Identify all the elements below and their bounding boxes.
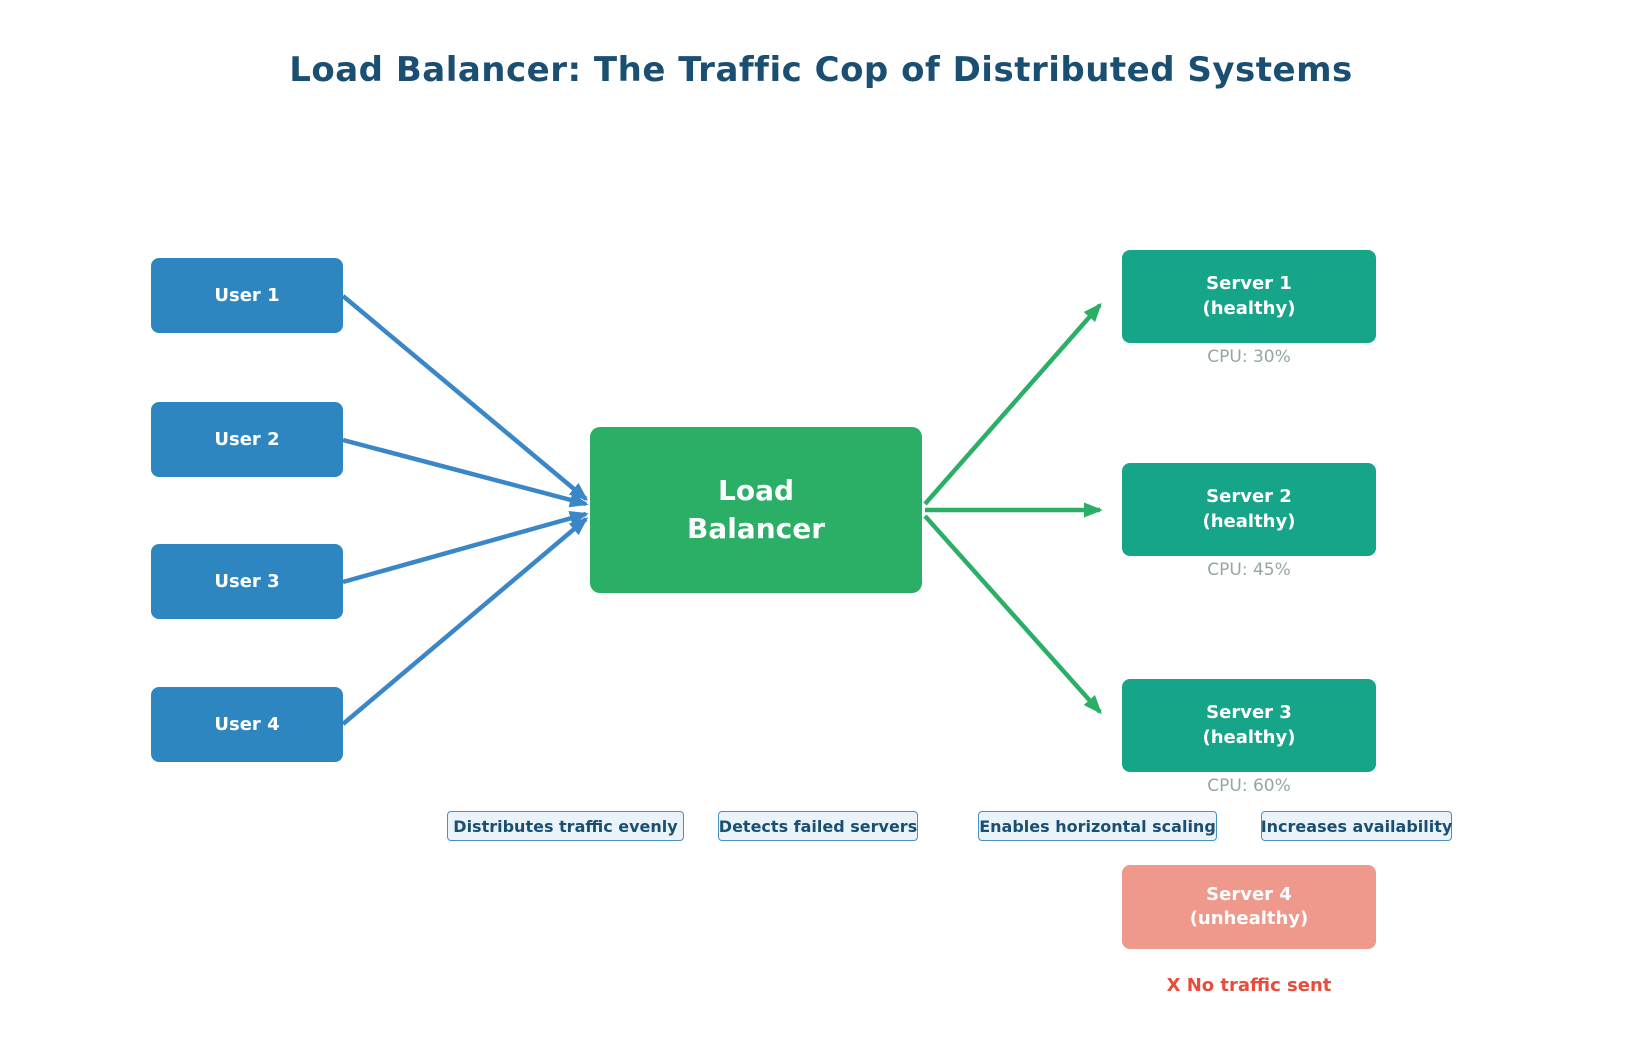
- load-balancer-label-line2: Balancer: [686, 512, 826, 545]
- server-node-4-unhealthy: Server 4 (unhealthy): [1122, 865, 1376, 949]
- user-node-label: User 3: [214, 571, 280, 592]
- server-status: (healthy): [1202, 726, 1296, 748]
- feature-badge-detects-failures: Detects failed servers: [718, 811, 918, 841]
- user-node-label: User 1: [214, 285, 280, 306]
- server1-cpu-label: CPU: 30%: [1207, 347, 1291, 367]
- server-name: Server 1: [1206, 273, 1292, 295]
- feature-badge-distributes-traffic: Distributes traffic evenly: [447, 811, 684, 841]
- feature-badge-horizontal-scaling: Enables horizontal scaling: [978, 811, 1217, 841]
- server2-cpu-label: CPU: 45%: [1207, 560, 1291, 580]
- server-name: Server 4: [1206, 883, 1292, 905]
- user-node-label: User 4: [214, 714, 280, 735]
- server-name: Server 3: [1206, 702, 1292, 724]
- lb-to-server1-arrow: [923, 302, 1102, 506]
- feature-badge-availability: Increases availability: [1261, 811, 1452, 841]
- user1-to-lb-arrow: [341, 294, 589, 501]
- load-balancer-label-line1: Load: [717, 474, 794, 508]
- server3-cpu-label: CPU: 60%: [1207, 776, 1291, 796]
- no-traffic-note: X No traffic sent: [1166, 975, 1332, 996]
- user-node-3: User 3: [151, 544, 343, 619]
- user-node-2: User 2: [151, 402, 343, 477]
- lb-to-server3-arrow: [923, 514, 1102, 715]
- server-status: (unhealthy): [1189, 908, 1309, 929]
- user-node-1: User 1: [151, 258, 343, 333]
- diagram-title: Load Balancer: The Traffic Cop of Distri…: [289, 50, 1353, 90]
- server-status: (healthy): [1202, 297, 1296, 319]
- server-node-1: Server 1 (healthy): [1122, 250, 1376, 343]
- server-node-2: Server 2 (healthy): [1122, 463, 1376, 556]
- user2-to-lb-arrow: [342, 437, 589, 508]
- load-balancer-node: Load Balancer: [590, 427, 922, 593]
- server-node-3: Server 3 (healthy): [1122, 679, 1376, 772]
- server-status: (healthy): [1202, 510, 1296, 532]
- server-name: Server 2: [1206, 486, 1292, 508]
- user-node-4: User 4: [151, 687, 343, 762]
- user3-to-lb-arrow: [342, 511, 589, 585]
- user4-to-lb-arrow: [341, 517, 589, 726]
- user-node-label: User 2: [214, 429, 280, 450]
